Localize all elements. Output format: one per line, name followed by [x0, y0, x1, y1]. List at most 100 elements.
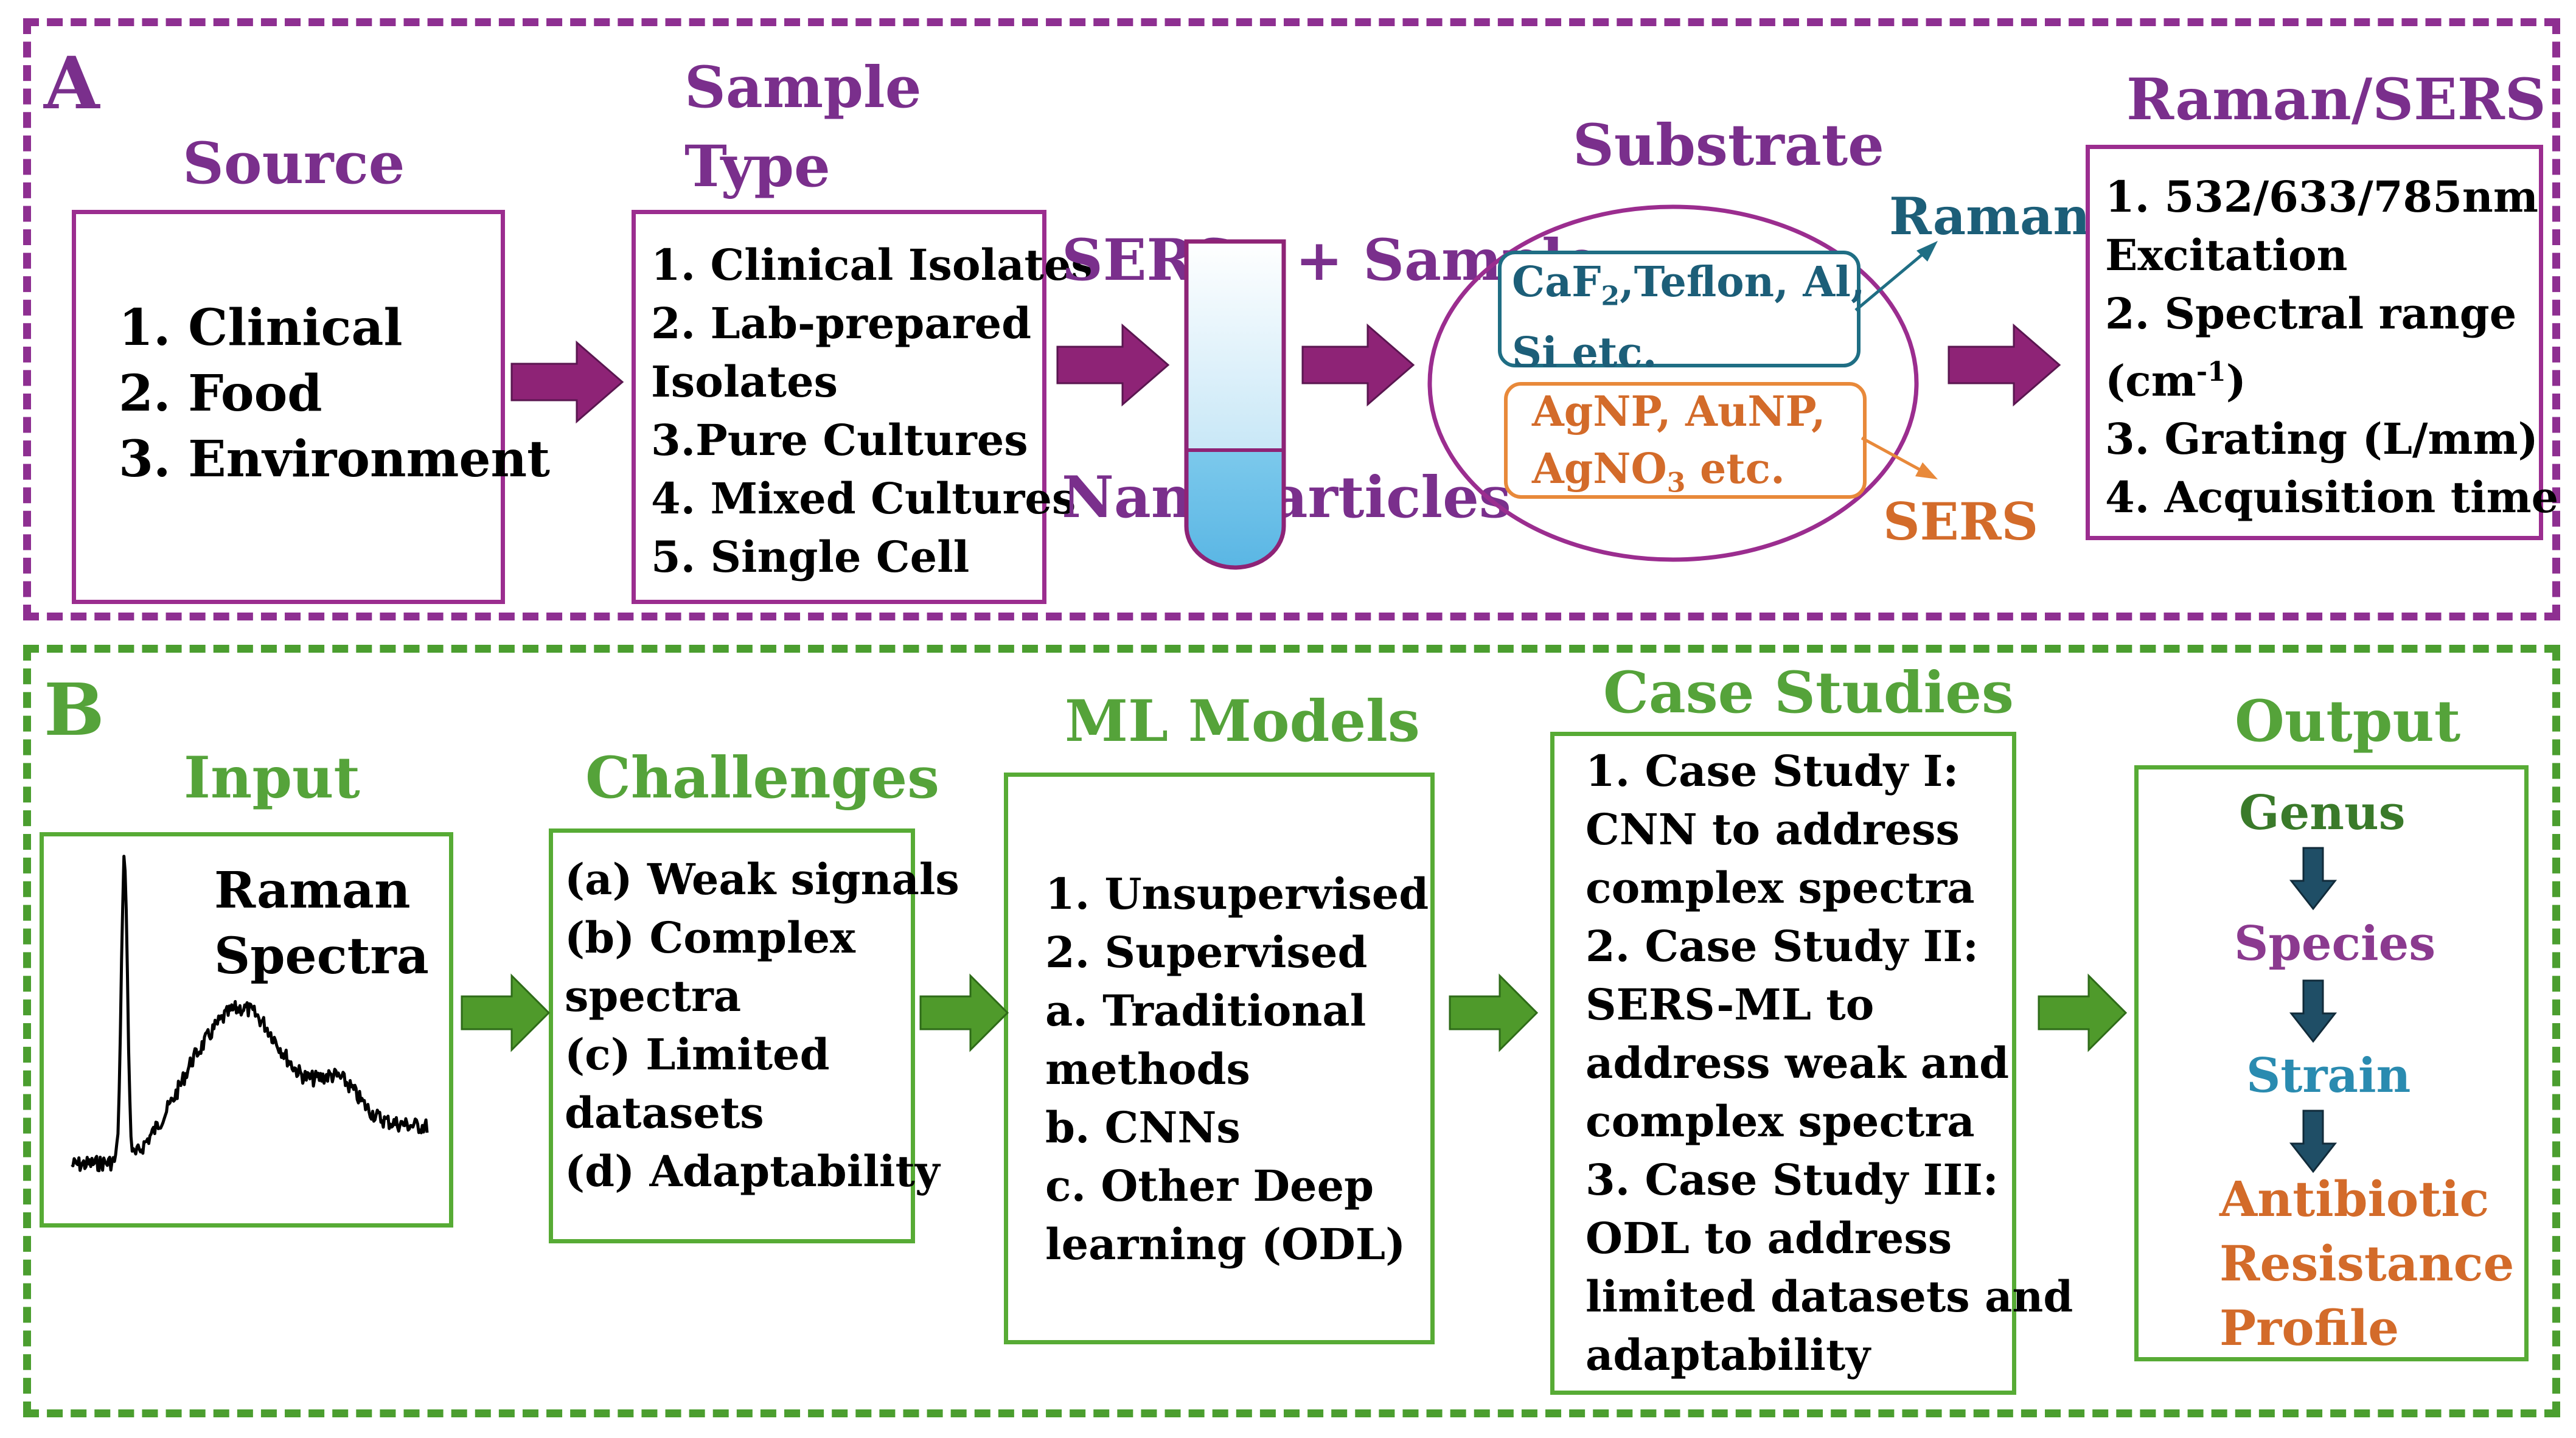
- sers-substrate-text: AgNP, AuNP, AgNO3 etc.: [1532, 383, 1826, 512]
- case-studies-item: address weak and: [1586, 1038, 2010, 1088]
- raman-sers-title: Raman/SERS: [2126, 66, 2546, 133]
- sers-label: SERS: [1883, 491, 2039, 552]
- source-box: [72, 210, 505, 604]
- sample-type-title-line: Type: [684, 133, 830, 200]
- resistance-line: Profile: [2219, 1299, 2400, 1356]
- resistance-line: Antibiotic: [2219, 1170, 2490, 1228]
- sample-type-item: 4. Mixed Cultures: [651, 473, 1076, 524]
- raman-spectrum-plot: [71, 855, 429, 1173]
- ml-models-item: b. CNNs: [1045, 1102, 1241, 1153]
- source-title: Source: [183, 130, 405, 197]
- ml-models-title: ML Models: [1065, 688, 1420, 755]
- ml-models-item: learning (ODL): [1045, 1219, 1406, 1270]
- case-studies-item: 3. Case Study III:: [1586, 1155, 1999, 1205]
- nanoparticles-title: SERS + Sample Nanoparticles: [1062, 64, 1600, 616]
- case-studies-item: adaptability: [1586, 1330, 1871, 1380]
- case-studies-item: complex spectra: [1586, 863, 1975, 913]
- arrow-down-icon: [2289, 979, 2338, 1043]
- arrow-right-icon: [1948, 323, 2061, 407]
- case-studies-item: 2. Case Study II:: [1586, 921, 1979, 971]
- substrate-ellipse: [1427, 204, 1919, 562]
- sample-type-item: 1. Clinical Isolates: [651, 240, 1095, 290]
- arrow-right-icon: [919, 973, 1009, 1052]
- raman-substrate-line: Si etc.: [1512, 328, 1657, 377]
- raman-spectra-line: Raman: [214, 861, 411, 920]
- genus-label: Genus: [2239, 785, 2406, 841]
- arrow-right-icon: [1449, 973, 1539, 1052]
- arrow-down-icon: [2289, 1110, 2338, 1173]
- output-title: Output: [2235, 688, 2461, 755]
- ml-models-item: a. Traditional: [1045, 985, 1366, 1036]
- challenges-item: spectra: [565, 971, 742, 1021]
- challenges-item: (b) Complex: [565, 912, 855, 963]
- source-item: 2. Food: [119, 364, 322, 423]
- raman-sers-item: 4. Acquisition time: [2105, 472, 2559, 523]
- sample-type-title: Sample Type: [684, 49, 922, 206]
- raman-spectra-line: Spectra: [214, 927, 429, 985]
- sample-type-item: 3.Pure Cultures: [651, 415, 1028, 465]
- challenges-box: [549, 828, 915, 1243]
- sample-type-item: 2. Lab-prepared: [651, 298, 1032, 349]
- raman-sers-list: 1. 532/633/785nm Excitation 2. Spectral …: [2105, 168, 2558, 527]
- source-item: 1. Clinical: [119, 299, 403, 357]
- ml-models-item: methods: [1045, 1044, 1250, 1094]
- case-studies-item: ODL to address: [1586, 1213, 1952, 1263]
- case-studies-item: SERS-ML to: [1586, 979, 1875, 1030]
- substrate-title: Substrate: [1573, 112, 1884, 179]
- arrow-right-icon: [1301, 323, 1415, 407]
- case-studies-item: CNN to address: [1586, 804, 1960, 855]
- arrow-right-icon: [1056, 323, 1170, 407]
- challenges-list: (a) Weak signals (b) Complex spectra (c)…: [565, 850, 959, 1201]
- sample-type-list: 1. Clinical Isolates 2. Lab-prepared Iso…: [651, 236, 1095, 586]
- ml-models-item: 2. Supervised: [1045, 927, 1368, 978]
- sers-substrate-box: [1504, 382, 1867, 499]
- source-item: 3. Environment: [119, 430, 551, 488]
- case-studies-item: complex spectra: [1586, 1096, 1975, 1147]
- challenges-item: (c) Limited: [565, 1029, 830, 1080]
- sample-type-item: Isolates: [651, 356, 838, 407]
- nanoparticles-title-line: Nanoparticles: [1062, 464, 1511, 531]
- ml-models-list: 1. Unsupervised 2. Supervised a. Traditi…: [1045, 865, 1429, 1274]
- raman-label: Raman: [1889, 186, 2090, 246]
- challenges-item: (a) Weak signals: [565, 854, 959, 905]
- resistance-label: Antibiotic Resistance Profile: [2219, 1167, 2514, 1360]
- species-label: Species: [2234, 916, 2436, 971]
- sample-type-box: [632, 210, 1046, 604]
- case-studies-item: 1. Case Study I:: [1586, 746, 1959, 796]
- sers-substrate-line: AgNO3 etc.: [1532, 445, 1785, 499]
- strain-label: Strain: [2246, 1048, 2411, 1103]
- source-list: 1. Clinical 2. Food 3. Environment: [119, 295, 550, 492]
- challenges-item: (d) Adaptability: [565, 1146, 940, 1197]
- sample-tube-icon: [1184, 239, 1286, 570]
- arrow-down-icon: [2289, 847, 2338, 911]
- output-box: [2134, 765, 2529, 1361]
- case-studies-title: Case Studies: [1603, 659, 2014, 726]
- sample-type-title-line: Sample: [684, 54, 922, 121]
- raman-sers-item: 1. 532/633/785nm: [2105, 172, 2538, 222]
- arrow-right-icon: [461, 973, 551, 1052]
- ml-models-item: 1. Unsupervised: [1045, 869, 1429, 919]
- raman-sers-item: 3. Grating (L/mm): [2105, 414, 2538, 465]
- panel-b-frame: [23, 645, 2560, 1417]
- arrow-right-icon: [510, 340, 624, 424]
- raman-sers-box: [2086, 145, 2543, 540]
- panel-a-frame: [23, 18, 2560, 620]
- case-studies-list: 1. Case Study I: CNN to address complex …: [1586, 742, 2073, 1384]
- ml-models-box: [1004, 773, 1435, 1344]
- input-title: Input: [184, 745, 360, 811]
- panel-a-letter: A: [44, 41, 100, 125]
- ml-models-item: c. Other Deep: [1045, 1161, 1374, 1211]
- raman-sers-item: (cm-1): [2105, 355, 2246, 406]
- raman-spectra-label: Raman Spectra: [214, 858, 429, 989]
- resistance-line: Resistance: [2219, 1235, 2515, 1292]
- case-studies-box: [1550, 732, 2016, 1395]
- panel-b-letter: B: [44, 667, 105, 752]
- sers-substrate-line: AgNP, AuNP,: [1532, 387, 1826, 436]
- challenges-title: Challenges: [585, 745, 940, 811]
- raman-substrate-line: CaF2,Teflon, Al,: [1512, 258, 1865, 312]
- raman-substrate-box: [1498, 251, 1861, 367]
- raman-sers-item: 2. Spectral range: [2105, 288, 2517, 339]
- arrow-right-icon: [2038, 973, 2128, 1052]
- raman-sers-item: Excitation: [2105, 230, 2348, 280]
- sample-type-item: 5. Single Cell: [651, 532, 970, 582]
